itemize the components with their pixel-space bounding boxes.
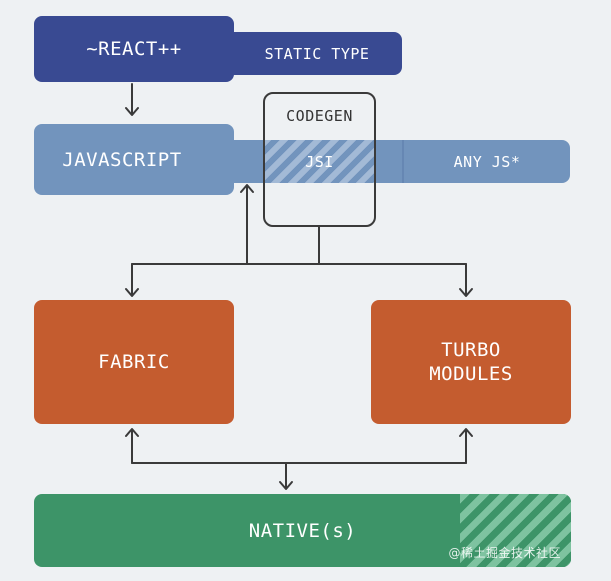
native-box: NATIVE(s) @稀土掘金技术社区	[34, 494, 571, 567]
static-type-box: STATIC TYPE	[232, 32, 402, 75]
any-js-region: ANY JS*	[404, 140, 570, 183]
codegen-label: CODEGEN	[286, 107, 353, 125]
any-js-label: ANY JS*	[453, 152, 521, 171]
arrowhead-to-native	[279, 481, 293, 490]
react-box: ~REACT++	[34, 16, 234, 82]
codegen-box: CODEGEN	[263, 98, 376, 134]
turbo-modules-box: TURBO MODULES	[371, 300, 571, 424]
arrowhead-turbo-up	[459, 428, 473, 437]
fabric-label: FABRIC	[98, 351, 170, 373]
codegen-top-fill	[265, 94, 374, 140]
turbo-label-line2: MODULES	[429, 363, 513, 385]
arrowhead-to-turbo	[459, 288, 473, 297]
arrowhead-fabric-up	[125, 428, 139, 437]
javascript-box: JAVASCRIPT	[34, 124, 234, 195]
watermark-text: @稀土掘金技术社区	[448, 546, 561, 560]
jsi-hatched-region	[263, 140, 376, 183]
jsi-box: JSI	[263, 140, 376, 183]
jsi-label: JSI	[305, 152, 334, 171]
javascript-label: JAVASCRIPT	[62, 148, 182, 171]
native-hatched-region	[460, 494, 571, 567]
codegen-frame	[263, 92, 376, 227]
arrowhead-to-jsi	[240, 184, 254, 193]
fabric-box: FABRIC	[34, 300, 234, 424]
arrowhead-react-to-javascript	[125, 107, 139, 116]
native-label: NATIVE(s)	[248, 519, 357, 542]
turbo-label-line1: TURBO	[441, 339, 501, 361]
codegen-bottom-fill	[265, 183, 374, 225]
javascript-band-divider	[402, 140, 404, 183]
arrowhead-to-fabric	[125, 288, 139, 297]
react-label: ~REACT++	[86, 38, 182, 60]
static-type-label: STATIC TYPE	[264, 44, 370, 63]
